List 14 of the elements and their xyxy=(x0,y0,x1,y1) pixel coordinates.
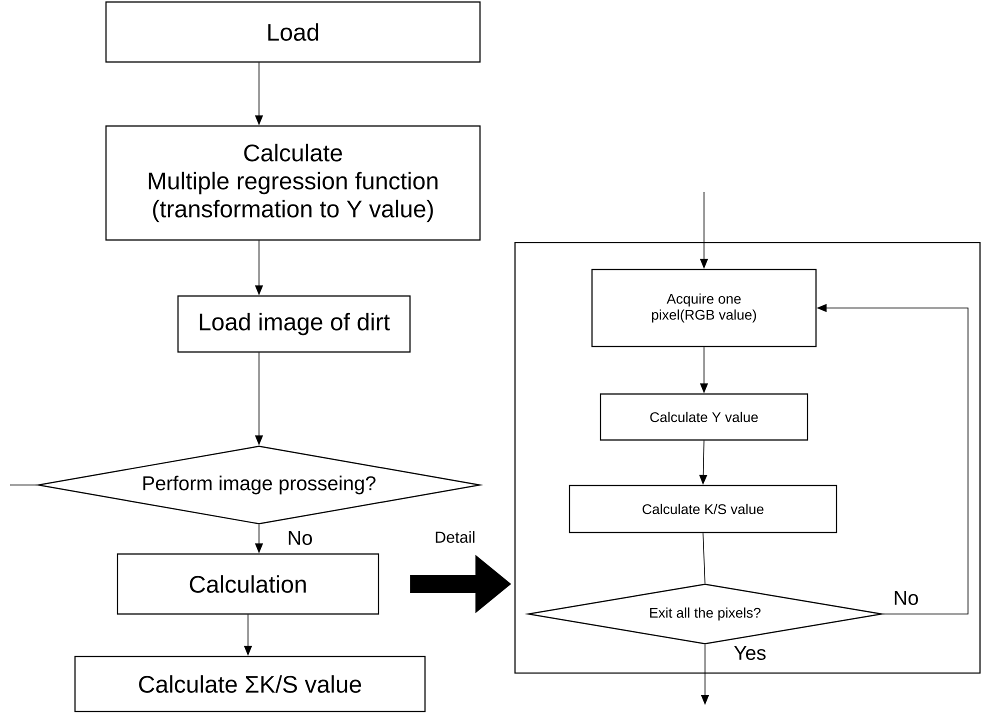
process-box: Calculate Y value xyxy=(600,393,808,441)
process-box: Calculate Multiple regression function (transformation to Y value) xyxy=(105,125,481,241)
edge-label: Detail xyxy=(434,530,476,544)
process-box: Calculate ΣK/S value xyxy=(74,656,426,712)
process-box: Calculate K/S value xyxy=(568,484,838,534)
process-box: Acquire one pixel(RGB value) xyxy=(591,268,817,348)
edge-label: Yes xyxy=(732,645,768,661)
process-box: Calculation xyxy=(116,553,380,615)
edge-label: No xyxy=(286,530,314,546)
connector-line xyxy=(10,484,38,486)
edge-label: No xyxy=(892,590,920,606)
process-box: Load image of dirt xyxy=(177,295,411,353)
connector-line xyxy=(702,532,706,584)
process-box: Load xyxy=(105,1,481,63)
